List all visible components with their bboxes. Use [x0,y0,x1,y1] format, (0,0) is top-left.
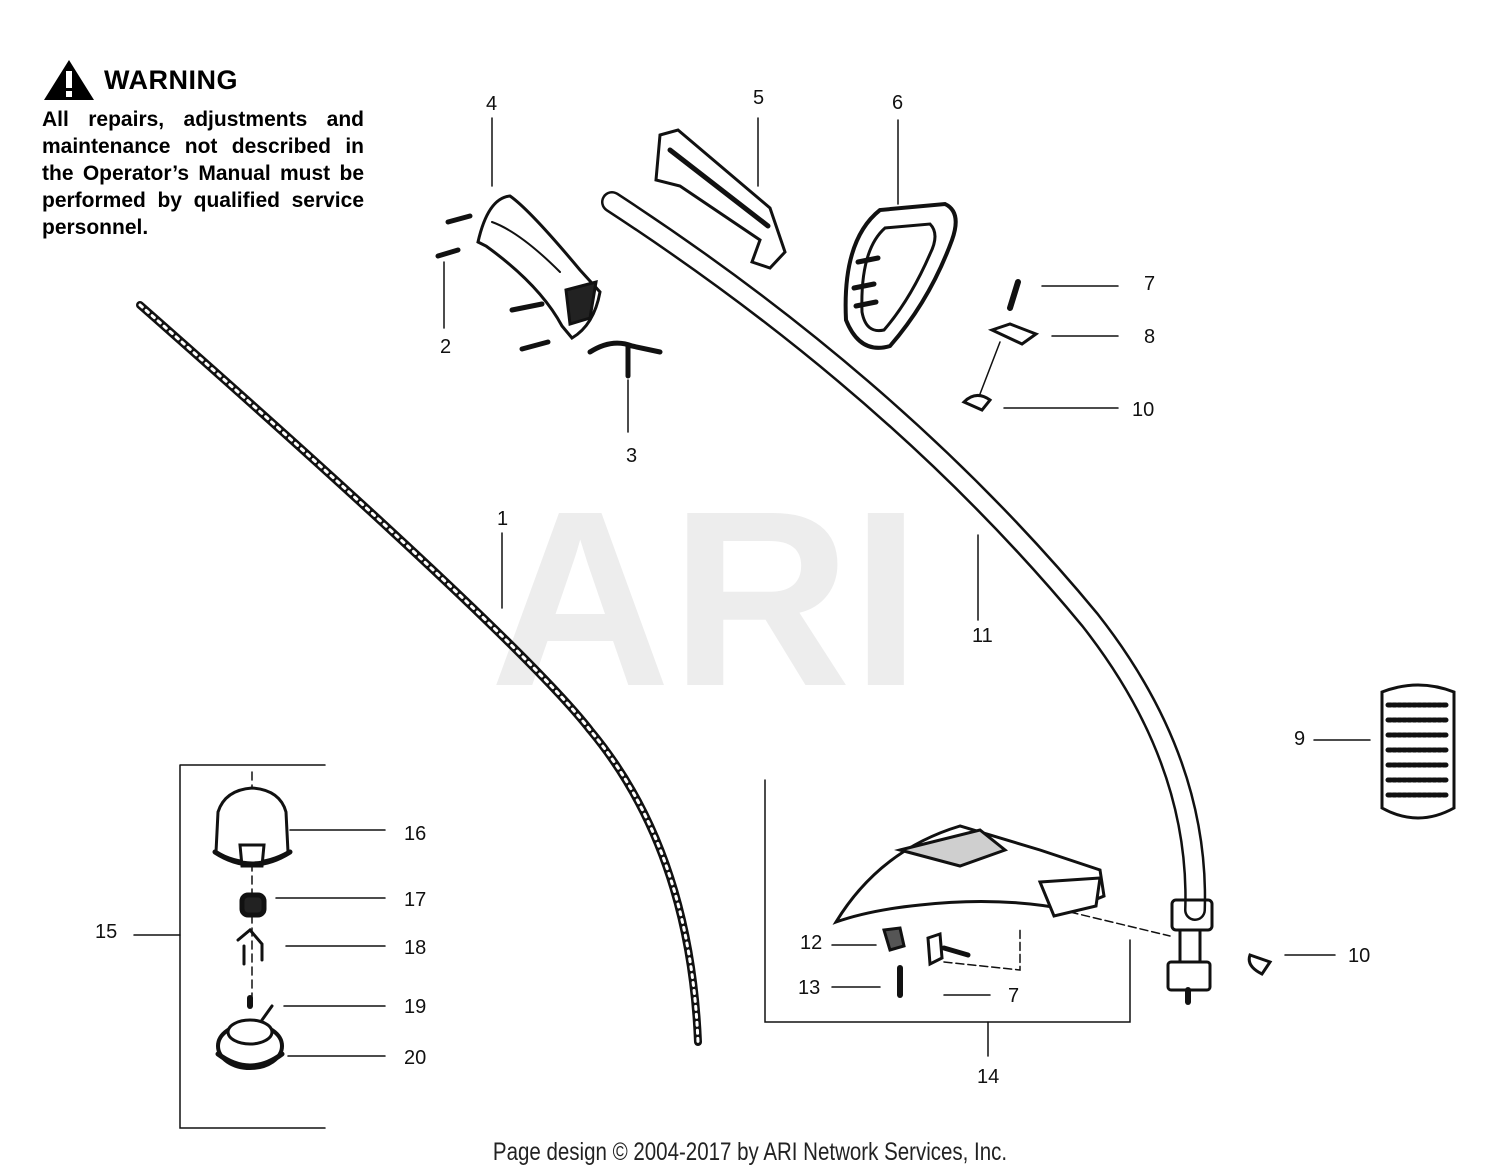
callout-17: 17 [404,889,426,911]
watermark-text: ARI [490,459,921,738]
trimmer-head-part [133,764,386,1129]
callout-9: 9 [1294,728,1305,750]
warning-heading: WARNING [42,58,364,102]
callout-18: 18 [404,937,426,959]
callout-15: 15 [95,921,117,943]
copyright-footer: Page design © 2004-2017 by ARI Network S… [492,1138,1008,1166]
callout-8: 8 [1144,326,1155,348]
callout-7-upper: 7 [1144,273,1155,295]
screws-part [435,213,551,352]
warning-text: All repairs, adjustments and maintenance… [42,108,364,239]
drive-tube-part [601,191,1214,1005]
callout-10-lower: 10 [1348,945,1370,967]
callout-13: 13 [798,977,820,999]
callout-1: 1 [497,508,508,530]
callout-7-lower: 7 [1008,985,1019,1007]
warning-title: WARNING [104,64,238,95]
throttle-trigger-part [587,340,663,433]
handle-cover-part [654,117,787,270]
callout-11: 11 [972,625,993,647]
callout-4: 4 [486,93,497,115]
air-filter-part [1313,683,1456,820]
grass-guard-part [764,779,1336,1057]
callout-19: 19 [404,996,426,1018]
handle-clamp-hardware-part [961,279,1119,412]
drive-shaft-part [136,301,702,1046]
handle-housing-part [476,194,602,340]
callout-3: 3 [626,445,637,467]
warning-triangle-icon [44,60,94,100]
callout-20: 20 [404,1047,426,1069]
callout-12: 12 [800,932,822,954]
callout-10-upper: 10 [1132,399,1154,421]
warning-box: WARNING All repairs, adjustments and mai… [42,58,364,241]
callout-5: 5 [753,87,764,109]
callout-2: 2 [440,336,451,358]
callout-14: 14 [977,1066,999,1088]
callout-6: 6 [892,92,903,114]
d-handle-part [843,119,958,350]
callout-16: 16 [404,823,426,845]
